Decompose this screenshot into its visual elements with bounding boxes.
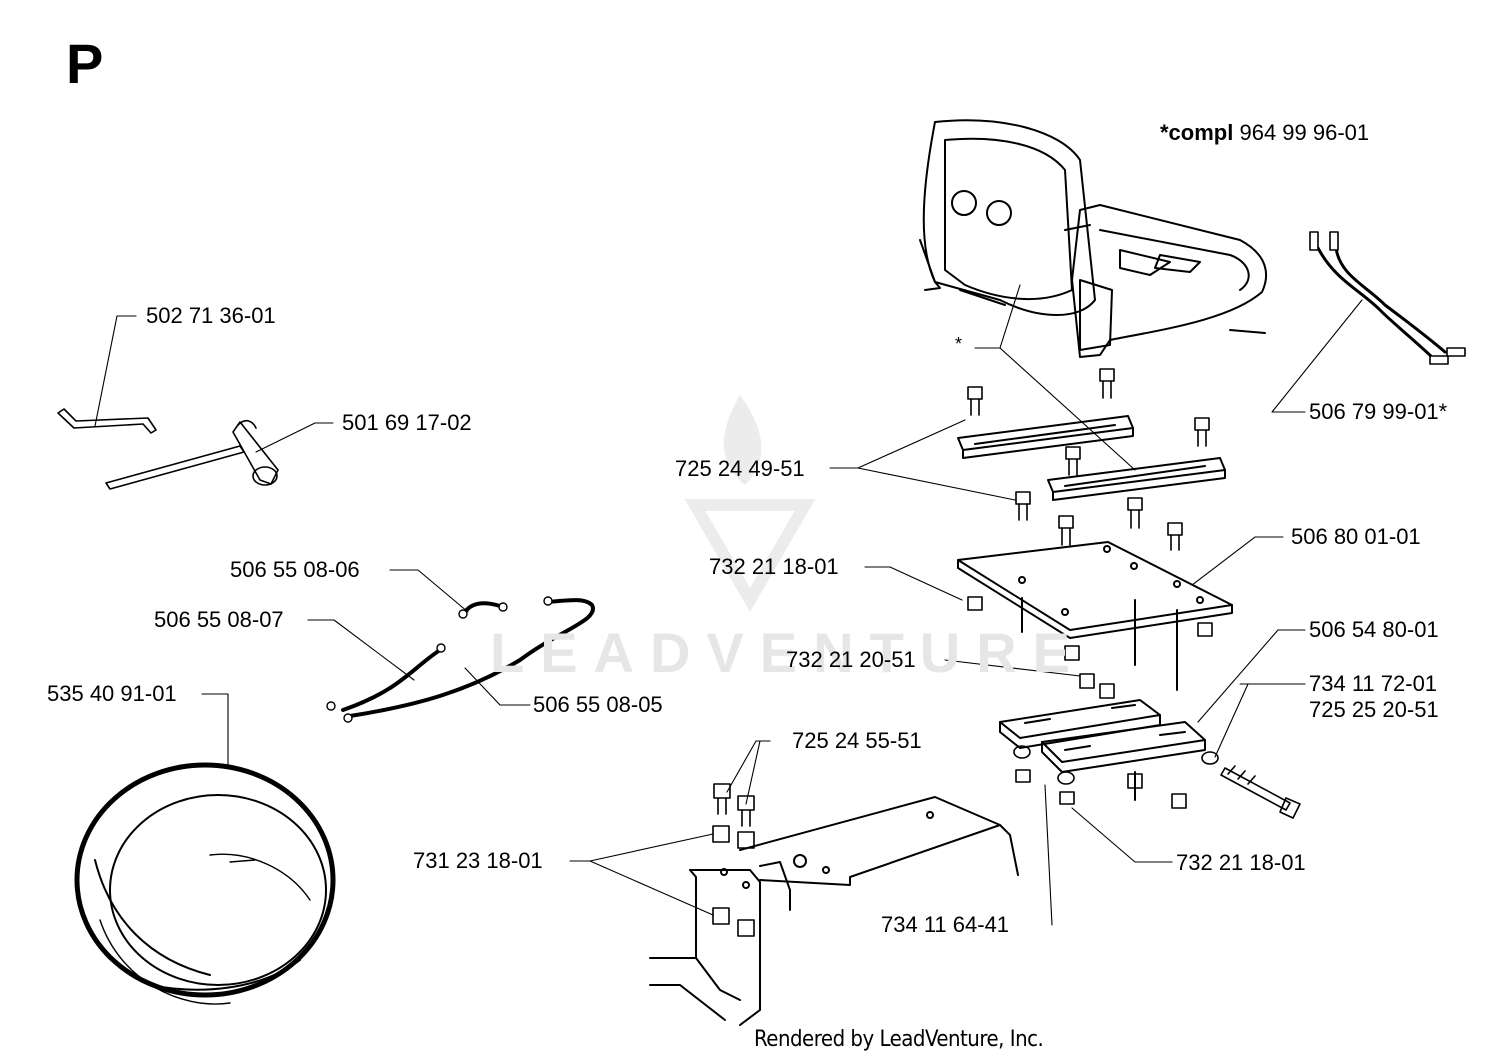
part-label-plug-wrench[interactable]: 501 69 17-02 bbox=[342, 410, 472, 435]
part-label-cable-06[interactable]: 506 55 08-06 bbox=[230, 557, 360, 582]
part-label-frame-nuts[interactable]: 731 23 18-01 bbox=[413, 848, 543, 873]
seat-rail-icon bbox=[957, 415, 1226, 501]
seat-frame-icon bbox=[649, 796, 1019, 1026]
part-label-nut-2051[interactable]: 732 21 20-51 bbox=[786, 647, 916, 672]
wiring-harness-icon bbox=[74, 762, 336, 1005]
leader-line bbox=[94, 284, 1363, 926]
page-letter: P bbox=[66, 32, 104, 95]
part-label-cable-05[interactable]: 506 55 08-05 bbox=[533, 692, 663, 717]
part-label-washer[interactable]: 734 11 72-01 bbox=[1309, 671, 1438, 696]
compl-prefix: *compl bbox=[1160, 120, 1234, 145]
watermark-text: LEADVENTURE bbox=[490, 621, 1087, 684]
compl-number: 964 99 96-01 bbox=[1239, 120, 1370, 145]
long-bolt-icon bbox=[1220, 765, 1301, 819]
complete-assembly-label: *compl 964 99 96-01 bbox=[1160, 120, 1369, 146]
part-label-harness[interactable]: 535 40 91-01 bbox=[47, 681, 177, 706]
seat-plate-icon bbox=[957, 541, 1233, 691]
part-label-bracket-nut[interactable]: 732 21 18-01 bbox=[1176, 850, 1306, 875]
part-label-bracket-washer[interactable]: 734 11 64-41 bbox=[881, 912, 1010, 937]
part-label-plate-nut[interactable]: 732 21 18-01 bbox=[709, 554, 839, 579]
watermark-logo-icon bbox=[684, 395, 816, 612]
plug-wrench-icon bbox=[105, 419, 279, 490]
asterisk-marker: * bbox=[955, 334, 963, 354]
part-label-long-bolt[interactable]: 725 25 20-51 bbox=[1309, 697, 1439, 722]
part-label-hex-key[interactable]: 502 71 36-01 bbox=[146, 303, 276, 328]
nut-icon bbox=[967, 596, 1219, 809]
part-label-cable-07[interactable]: 506 55 08-07 bbox=[154, 607, 284, 632]
seat-harness-icon bbox=[1309, 231, 1466, 365]
part-label-rail-bolts[interactable]: 725 24 49-51 bbox=[675, 456, 805, 481]
part-label-seat-harness[interactable]: 506 79 99-01* bbox=[1309, 399, 1448, 424]
slide-bracket-icon bbox=[999, 699, 1206, 801]
hex-key-icon bbox=[57, 408, 157, 434]
part-label-slide-bracket[interactable]: 506 54 80-01 bbox=[1309, 617, 1439, 642]
footer-credit: Rendered by LeadVenture, Inc. bbox=[754, 1027, 1044, 1052]
frame-bolt-icon bbox=[712, 783, 755, 937]
seat-icon bbox=[919, 119, 1268, 358]
part-label-frame-bolts[interactable]: 725 24 55-51 bbox=[792, 728, 922, 753]
bolt-icon bbox=[967, 368, 1210, 551]
part-label-seat-plate[interactable]: 506 80 01-01 bbox=[1291, 524, 1421, 549]
